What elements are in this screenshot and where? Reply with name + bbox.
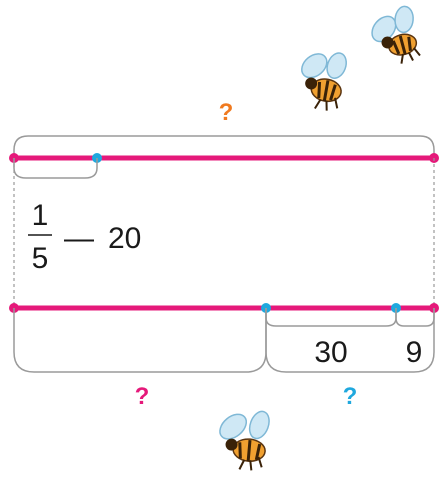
bee-icon [371, 5, 421, 64]
top-question-mark: ? [219, 99, 234, 126]
top-total-brace [13, 135, 435, 158]
bottom-right-question-mark: ? [343, 383, 358, 410]
bottom-right-brace [265, 308, 435, 373]
segment-30-label: 30 [314, 336, 347, 369]
bee-icon [301, 52, 347, 111]
segment-9-label: 9 [406, 336, 423, 369]
fraction-operator: — [64, 222, 94, 255]
bottom-left-brace [13, 308, 267, 373]
bottom-left-question-mark: ? [135, 383, 150, 410]
fraction-numerator: 1 [32, 199, 49, 232]
one-fifth-brace [13, 158, 98, 179]
segment-30-brace [265, 308, 397, 327]
segment-9-brace [395, 308, 435, 327]
bee-icon [219, 410, 270, 471]
fraction-denominator: 5 [32, 242, 49, 275]
fraction-value: 20 [108, 222, 141, 255]
